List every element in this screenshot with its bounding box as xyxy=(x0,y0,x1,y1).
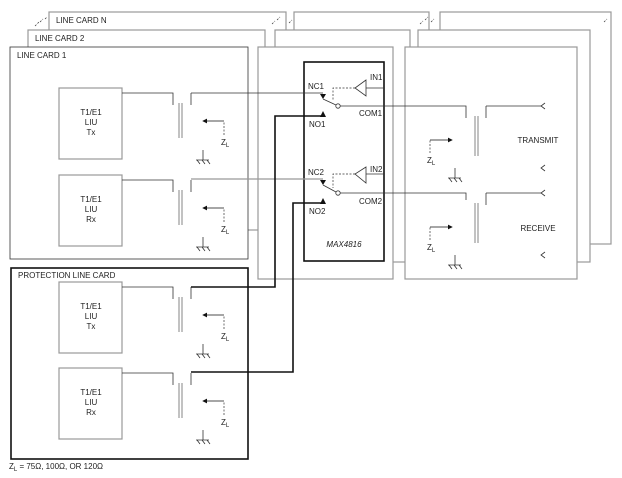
liu-label: T1/E1 xyxy=(80,108,102,117)
com1-label: COM1 xyxy=(359,109,383,118)
liu-label: Rx xyxy=(86,408,96,417)
com2-pivot-icon xyxy=(335,190,341,196)
in1-label: IN1 xyxy=(370,73,383,82)
connector-icon xyxy=(540,251,546,259)
primary-winding xyxy=(122,286,174,299)
transformer-core xyxy=(178,103,183,138)
wire-protection-rx-to-no2 xyxy=(191,202,323,373)
driver-2-icon xyxy=(354,166,367,184)
zl-label: ZL xyxy=(427,243,436,254)
liu-label: T1/E1 xyxy=(80,388,102,397)
chip-label: MAX4816 xyxy=(326,240,362,249)
com1-pivot-icon xyxy=(335,103,341,109)
liu-label: T1/E1 xyxy=(80,302,102,311)
transformer-core xyxy=(474,116,479,156)
protection-card-label: PROTECTION LINE CARD xyxy=(18,271,116,280)
primary-winding xyxy=(122,179,174,192)
wire-com2-to-receive xyxy=(340,192,467,200)
switch-2-blade xyxy=(322,184,337,193)
transformer-core xyxy=(474,203,479,243)
nc1-contact-icon xyxy=(320,94,326,99)
nc1-label: NC1 xyxy=(308,82,325,91)
line-card-n-label: LINE CARD N xyxy=(56,16,107,25)
primary-winding xyxy=(122,372,174,385)
receive-label: RECEIVE xyxy=(520,224,555,233)
liu-box xyxy=(58,87,123,160)
wire-com1-to-transmit xyxy=(340,105,467,118)
protection-line-card: PROTECTION LINE CARD xyxy=(10,267,249,460)
liu-label: Rx xyxy=(86,215,96,224)
liu-label: Tx xyxy=(87,128,96,137)
zl-label: ZL xyxy=(221,138,230,149)
footnote-text: ZL = 75Ω, 100Ω, OR 120Ω xyxy=(9,462,103,473)
wire-protection-tx-to-no1 xyxy=(191,115,323,288)
connector-icon xyxy=(540,164,546,172)
liu-label: LIU xyxy=(85,205,98,214)
impedance-footnote: ZL = 75Ω, 100Ω, OR 120Ω xyxy=(9,462,103,473)
switch-1-blade xyxy=(322,98,337,106)
liu-label: LIU xyxy=(85,312,98,321)
ground-icon xyxy=(196,150,211,165)
ground-icon xyxy=(196,344,211,359)
connector-icon xyxy=(540,102,546,110)
liu-box xyxy=(58,174,123,247)
primary-winding xyxy=(122,92,174,105)
line-card-1: LINE CARD 1 xyxy=(9,46,249,260)
liu-label: Tx xyxy=(87,322,96,331)
ground-icon xyxy=(196,237,211,252)
connector-icon xyxy=(540,189,546,197)
zl-label: ZL xyxy=(427,156,436,167)
ground-icon xyxy=(448,168,463,183)
nc2-contact-icon xyxy=(320,180,326,185)
com2-label: COM2 xyxy=(359,197,383,206)
no1-label: NO1 xyxy=(309,120,326,129)
ground-icon xyxy=(196,430,211,445)
nc2-label: NC2 xyxy=(308,168,325,177)
liu-label: LIU xyxy=(85,398,98,407)
no2-label: NO2 xyxy=(309,207,326,216)
zl-label: ZL xyxy=(221,418,230,429)
line-card-2-label: LINE CARD 2 xyxy=(35,34,85,43)
ground-icon xyxy=(448,255,463,270)
zl-label: ZL xyxy=(221,225,230,236)
line-transformer-receive: ZL xyxy=(427,189,546,270)
zl-label: ZL xyxy=(221,332,230,343)
line-side-card-1 xyxy=(404,46,578,280)
max4816-chip: MAX4816 NC1 NO1 COM1 IN1 NC2 NO2 COM2 IN… xyxy=(303,61,385,262)
liu-box xyxy=(58,367,123,440)
line-transformer-transmit: ZL xyxy=(427,102,546,183)
transformer-core xyxy=(178,190,183,225)
liu-label: LIU xyxy=(85,118,98,127)
in2-label: IN2 xyxy=(370,165,383,174)
transformer-core xyxy=(178,297,183,332)
line-card-1-label: LINE CARD 1 xyxy=(17,51,67,60)
transformer-core xyxy=(178,383,183,418)
transmit-label: TRANSMIT xyxy=(518,136,559,145)
liu-label: T1/E1 xyxy=(80,195,102,204)
liu-box xyxy=(58,281,123,354)
